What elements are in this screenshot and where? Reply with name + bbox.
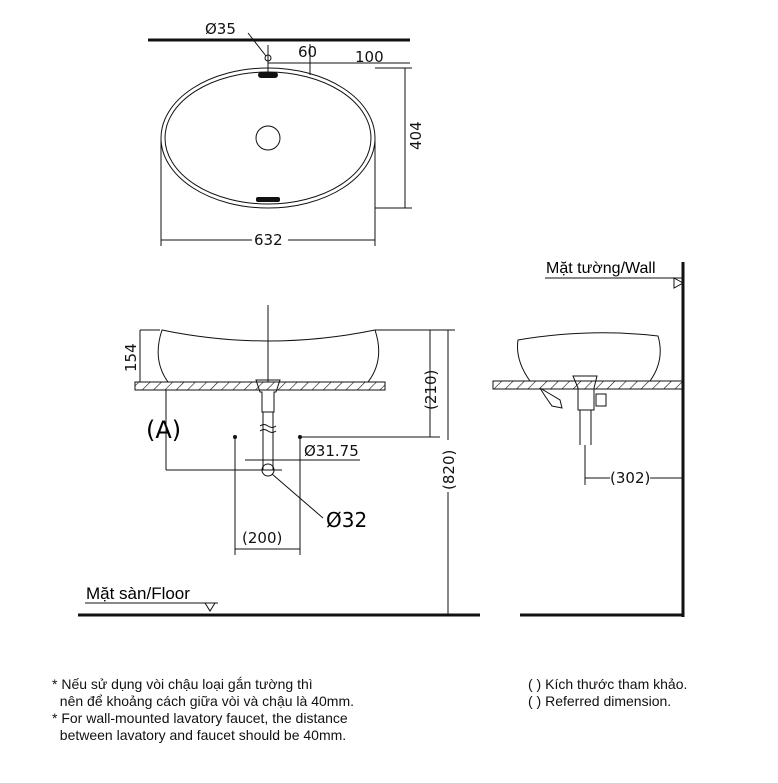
basin-front-profile [157, 329, 380, 383]
label-a: (A) [146, 416, 181, 444]
dim-200: (200) [242, 529, 282, 547]
dim-100: 100 [355, 48, 384, 66]
dim-404: 404 [407, 121, 425, 150]
reference-note-en: ( ) Referred dimension. [528, 693, 672, 709]
front-view: 154 (A) (210) (820) Ø31.75 Ø32 (200) Mặt… [78, 305, 480, 617]
basin-inner-outline [164, 71, 372, 205]
note-english: * For wall-mounted lavatory faucet, the … [52, 710, 348, 744]
note-en-line-1: * For wall-mounted lavatory faucet, the … [52, 710, 348, 726]
drain-hole [255, 125, 281, 151]
note-vietnamese: * Nếu sử dụng vòi chậu loại gắn tường th… [52, 676, 354, 710]
dim-154: 154 [122, 343, 140, 372]
note-vi-line-2: nên để khoảng cách giữa vòi và chậu là 4… [52, 693, 354, 709]
drain-fitting [255, 379, 281, 413]
overflow-slot [258, 72, 278, 78]
dim-60: 60 [298, 43, 317, 61]
drain-fitting-side [572, 375, 598, 411]
note-vi-line-1: * Nếu sử dụng vòi chậu loại gắn tường th… [52, 676, 313, 692]
floor-label: Mặt sàn/Floor [86, 584, 190, 603]
wall-label: Mặt tường/Wall [546, 260, 656, 277]
countertop-side [492, 380, 684, 390]
dim-pipe-diameter: Ø31.75 [304, 442, 359, 460]
dim-820: (820) [440, 450, 458, 490]
note-en-line-2: between lavatory and faucet should be 40… [52, 727, 347, 743]
bottom-slot [256, 197, 280, 202]
dim-trap-diameter: Ø32 [326, 508, 367, 532]
dim-210: (210) [422, 370, 440, 410]
dim-overflow-diameter: Ø35 [205, 20, 236, 38]
basin-side-profile [517, 332, 661, 382]
basin-outer-outline [160, 67, 376, 209]
dim-632: 632 [254, 231, 283, 249]
reference-note: ( ) Kích thước tham khảo. ( ) Referred d… [528, 676, 687, 710]
reference-note-vi: ( ) Kích thước tham khảo. [528, 676, 688, 692]
top-view: Ø35 60 100 404 632 [148, 20, 425, 249]
countertop [134, 381, 386, 391]
dim-302: (302) [610, 469, 650, 487]
side-view: Mặt tường/Wall (302) [492, 260, 685, 617]
